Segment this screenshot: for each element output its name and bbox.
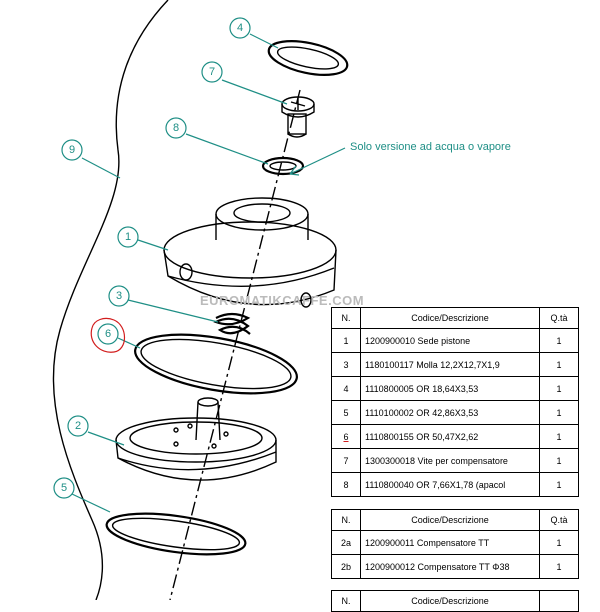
callout-8: 8 [165, 117, 187, 139]
part-1-piston-seat [163, 197, 337, 308]
svg-text:6: 6 [105, 328, 111, 340]
svg-text:4: 4 [237, 22, 243, 34]
callout-3: 3 [108, 285, 130, 307]
svg-text:3: 3 [116, 290, 122, 302]
row-n: 2b [331, 554, 361, 579]
svg-text:8: 8 [173, 122, 179, 134]
header-n: N. [331, 509, 361, 531]
row-desc: 1110800040 OR 7,66X1,78 (apacol [360, 472, 540, 497]
table-row: 1 1200900010 Sede pistone 1 [331, 328, 579, 353]
callout-2: 2 [67, 415, 89, 437]
row-n: 6 [331, 424, 361, 449]
callout-6: 6 [90, 317, 126, 353]
row-qty: 1 [539, 328, 579, 353]
header-desc: Codice/Descrizione [360, 307, 540, 329]
table-row: 2a 1200900011 Compensatore TT 1 [331, 530, 579, 555]
callout-5: 5 [53, 477, 75, 499]
header-n: N. [331, 590, 361, 612]
callout-1: 1 [117, 226, 139, 248]
table-row: 2b 1200900012 Compensatore TT Φ38 1 [331, 554, 579, 579]
version-note: Solo versione ad acqua o vapore [350, 141, 511, 153]
row-qty: 1 [539, 554, 579, 579]
table-row: 8 1110800040 OR 7,66X1,78 (apacol 1 [331, 472, 579, 497]
row-n: 7 [331, 448, 361, 473]
row-desc: 1180100117 Molla 12,2X12,7X1,9 [360, 352, 540, 377]
header-desc: Codice/Descrizione [360, 590, 540, 612]
part-8-oring [261, 156, 305, 176]
section-boundary-curve [52, 0, 169, 600]
header-qty: Q.tà [539, 307, 579, 329]
header-qty: Q.tà [539, 509, 579, 531]
part-2-compensator [115, 397, 277, 481]
row-qty: 1 [539, 448, 579, 473]
header-desc: Codice/Descrizione [360, 509, 540, 531]
row-n: 8 [331, 472, 361, 497]
table-row: 5 1110100002 OR 42,86X3,53 1 [331, 400, 579, 425]
row-n: 3 [331, 352, 361, 377]
table-header-row: N. Codice/Descrizione [331, 590, 579, 612]
watermark: EUROMATIKCAFFE.COM [200, 293, 364, 308]
leader-lines [71, 33, 346, 513]
table-row: 7 1300300018 Vite per compensatore 1 [331, 448, 579, 473]
extra-table: N. Codice/Descrizione [331, 590, 579, 612]
row-qty: 1 [539, 472, 579, 497]
row-qty: 1 [539, 352, 579, 377]
row-n: 1 [331, 328, 361, 353]
table-row: 6 1110800155 OR 50,47X2,62 1 [331, 424, 579, 449]
row-n: 2a [331, 530, 361, 555]
part-7-screw [281, 96, 315, 138]
table-header-row: N. Codice/Descrizione Q.tà [331, 509, 579, 531]
header-qty [539, 590, 579, 612]
row-n: 5 [331, 400, 361, 425]
part-3-spring [213, 312, 251, 335]
svg-text:7: 7 [209, 66, 215, 78]
row-desc: 1110100002 OR 42,86X3,53 [360, 400, 540, 425]
header-n: N. [331, 307, 361, 329]
row-desc: 1110800155 OR 50,47X2,62 [360, 424, 540, 449]
part-6-oring [134, 333, 298, 395]
callout-4: 4 [229, 17, 251, 39]
row-qty: 1 [539, 424, 579, 449]
row-desc: 1200900011 Compensatore TT [360, 530, 540, 555]
row-desc: 1110800005 OR 18,64X3,53 [360, 376, 540, 401]
part-4-oring [267, 40, 349, 76]
svg-text:9: 9 [69, 144, 75, 156]
row-desc: 1200900010 Sede pistone [360, 328, 540, 353]
row-qty: 1 [539, 530, 579, 555]
callout-7: 7 [201, 61, 223, 83]
compensator-table: N. Codice/Descrizione Q.tà 2a 1200900011… [331, 509, 579, 579]
row-desc: 1300300018 Vite per compensatore [360, 448, 540, 473]
part-5-oring [105, 512, 247, 556]
svg-text:1: 1 [125, 231, 131, 243]
row-qty: 1 [539, 376, 579, 401]
callout-9: 9 [61, 139, 83, 161]
table-header-row: N. Codice/Descrizione Q.tà [331, 307, 579, 329]
row-n: 4 [331, 376, 361, 401]
parts-table: N. Codice/Descrizione Q.tà 1 1200900010 … [331, 307, 579, 497]
svg-text:2: 2 [75, 420, 81, 432]
row-qty: 1 [539, 400, 579, 425]
table-row: 4 1110800005 OR 18,64X3,53 1 [331, 376, 579, 401]
svg-text:5: 5 [61, 482, 67, 494]
table-row: 3 1180100117 Molla 12,2X12,7X1,9 1 [331, 352, 579, 377]
assembly-axis [169, 89, 301, 600]
row-desc: 1200900012 Compensatore TT Φ38 [360, 554, 540, 579]
